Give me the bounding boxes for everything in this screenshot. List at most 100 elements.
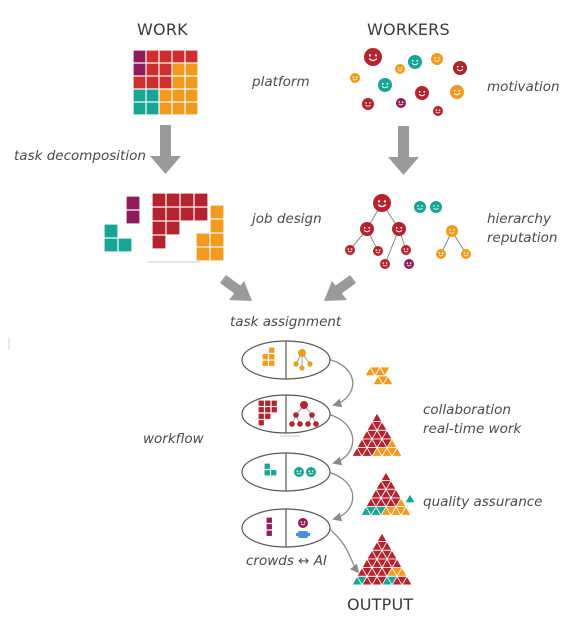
worker-face-icon xyxy=(436,249,446,259)
pod-worker-icon xyxy=(299,365,305,371)
face-circle xyxy=(294,467,304,477)
face-smile xyxy=(453,92,461,96)
pod-worker-icon xyxy=(293,361,299,367)
face-circle xyxy=(360,222,374,236)
face-eye xyxy=(449,229,451,231)
robot-arm xyxy=(308,533,310,536)
workflow-label: workflow xyxy=(143,431,204,447)
job-block-red xyxy=(152,235,166,249)
work-header: WORK xyxy=(137,20,188,39)
job-block-orange xyxy=(210,219,224,233)
triangle-tile xyxy=(391,567,403,578)
face-eye xyxy=(355,76,358,78)
workflow-pods xyxy=(241,340,331,548)
face-circle xyxy=(453,61,467,75)
face-smile xyxy=(449,231,455,234)
ai-robot-icon xyxy=(296,531,310,538)
face-smile xyxy=(438,254,444,257)
face-eye xyxy=(403,248,406,250)
face-eye xyxy=(378,249,381,251)
pod-worker-icon xyxy=(307,361,313,367)
triangle-tile xyxy=(375,506,387,517)
job-to-assignment-arrow-icon xyxy=(220,274,252,301)
face-smile xyxy=(381,85,389,89)
reputation-label: reputation xyxy=(487,230,558,246)
pod-task-red xyxy=(271,407,277,413)
face-eye xyxy=(438,57,440,59)
triangle-tile xyxy=(376,429,388,440)
face-smile xyxy=(368,58,378,62)
pod-task-red xyxy=(258,407,264,413)
face-smile xyxy=(365,104,371,107)
face-circle xyxy=(345,245,355,255)
platform-cell xyxy=(159,63,172,76)
platform-cell xyxy=(185,102,198,115)
pod-task-red xyxy=(265,413,271,419)
triangle-tile xyxy=(371,412,383,423)
face-circle xyxy=(404,259,414,269)
triangle-tile xyxy=(376,541,388,552)
face-smile xyxy=(296,472,302,475)
triangle-tile xyxy=(381,567,393,578)
platform-cell xyxy=(185,63,198,76)
face-eye xyxy=(398,101,401,103)
triangle-tile xyxy=(380,497,392,508)
face-smile xyxy=(418,93,426,97)
face-eye xyxy=(397,67,400,69)
platform-cell xyxy=(133,50,146,63)
pod-task-orange xyxy=(269,360,275,366)
pod-worker-icon xyxy=(313,421,319,427)
platform-cell xyxy=(172,76,185,89)
triangle-tile xyxy=(379,366,391,377)
face-eye xyxy=(438,252,441,254)
face-circle xyxy=(396,98,406,108)
platform-cell xyxy=(146,63,159,76)
job-block-purple xyxy=(126,210,140,224)
motivation-worker-faces xyxy=(350,48,467,116)
face-smile xyxy=(377,204,387,208)
triangle-tile xyxy=(386,558,398,569)
robot-body xyxy=(298,531,308,538)
face-eye xyxy=(368,226,371,229)
triangle-tile xyxy=(380,480,392,491)
face-smile xyxy=(363,229,371,233)
output-triangles xyxy=(351,366,416,586)
pod-task-purple xyxy=(266,517,272,523)
worker-face-icon xyxy=(430,201,442,213)
face-circle xyxy=(431,53,443,65)
job-block-teal xyxy=(104,224,118,238)
face-eye xyxy=(466,252,469,254)
worker-face-icon xyxy=(360,222,374,236)
platform-cell xyxy=(159,102,172,115)
face-eye xyxy=(421,205,423,207)
quality-assurance-label: quality assurance xyxy=(423,494,543,510)
platform-cell xyxy=(172,63,185,76)
triangle-tile xyxy=(371,438,383,449)
workers-down-arrow-icon xyxy=(388,126,419,175)
face-circle xyxy=(414,201,426,213)
pod-worker-icon xyxy=(300,401,308,409)
triangle-tile xyxy=(361,567,373,578)
face-eye xyxy=(296,470,299,472)
face-eye xyxy=(368,54,372,57)
face-eye xyxy=(369,102,371,104)
platform-cell xyxy=(146,50,159,63)
triangle-tile xyxy=(366,447,378,458)
face-eye xyxy=(423,90,426,93)
face-eye xyxy=(363,226,366,229)
face-eye xyxy=(434,57,436,59)
face-smile xyxy=(463,254,469,257)
face-smile xyxy=(456,68,464,72)
triangle-tile xyxy=(376,575,388,586)
worker-face-icon xyxy=(350,73,360,83)
triangle-tile xyxy=(386,447,398,458)
worker-face-icon xyxy=(345,245,355,255)
pod-task-red xyxy=(271,400,277,406)
pod-worker-icon xyxy=(297,421,303,427)
triangle-tile xyxy=(404,493,416,504)
job-block-teal xyxy=(104,238,118,252)
worker-face-icon xyxy=(364,48,382,66)
job-block-red xyxy=(152,221,166,235)
face-eye xyxy=(401,101,404,103)
